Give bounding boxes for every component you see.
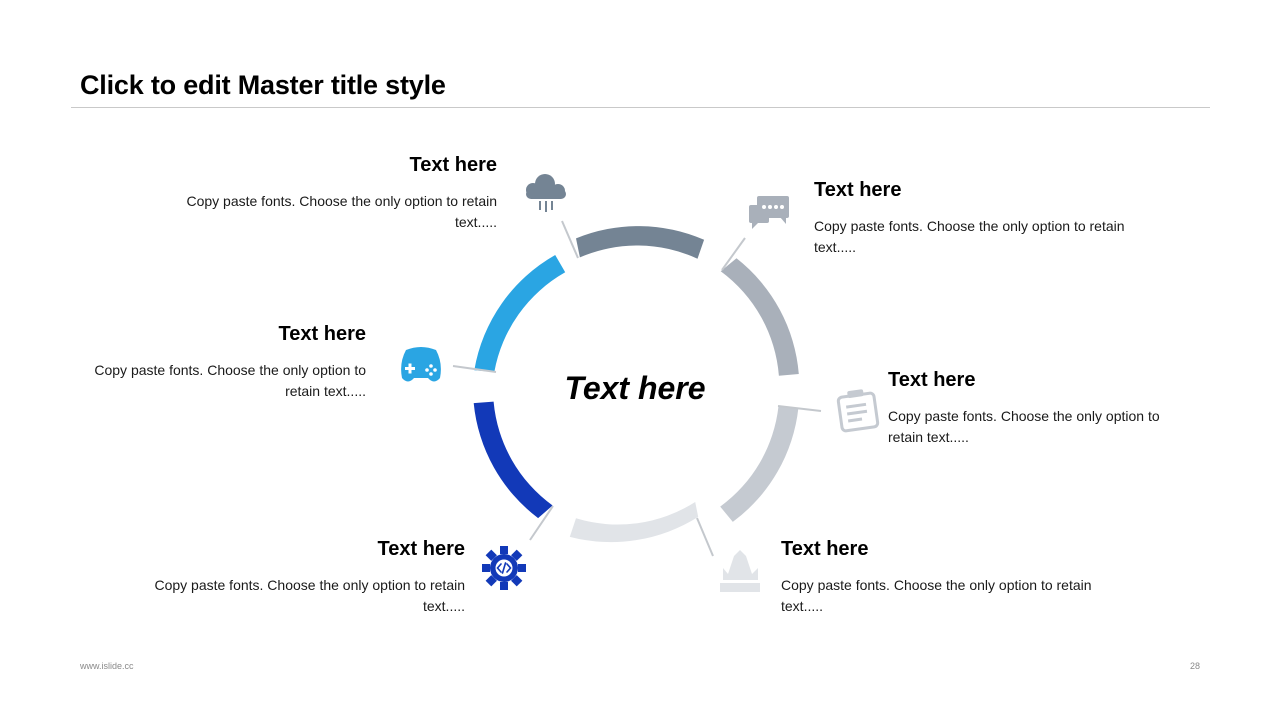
code-gear-icon [482,546,526,590]
block-heading: Text here [781,538,869,560]
ring-segment-2 [720,258,799,376]
block-heading: Text here [409,154,497,176]
gamepad-icon [401,347,441,382]
slide-title: Click to edit Master title style [80,70,446,100]
block-body: Copy paste fonts. Choose the only option… [186,193,497,230]
crown-flame-icon [720,550,760,592]
block-body: Copy paste fonts. Choose the only option… [888,408,1160,445]
text-block-4: Text here Copy paste fonts. Choose the o… [781,538,1121,617]
ring-segment-6 [474,255,566,372]
text-block-2: Text here Copy paste fonts. Choose the o… [814,179,1154,258]
connector-line-4 [696,517,714,557]
block-body: Copy paste fonts. Choose the only option… [814,218,1125,255]
connector-line-6 [452,365,497,373]
block-heading: Text here [377,538,465,560]
text-block-6: Text here Copy paste fonts. Choose the o… [66,323,366,402]
text-block-1: Text here Copy paste fonts. Choose the o… [157,154,497,233]
connector-line-1 [561,220,579,259]
connector-line-3 [777,405,822,412]
block-body: Copy paste fonts. Choose the only option… [781,577,1092,614]
page-number: 28 [1189,661,1200,671]
text-block-5: Text here Copy paste fonts. Choose the o… [125,538,465,617]
footer-url: www.islide.cc [80,661,134,671]
ring-segment-4 [569,502,699,543]
center-label: Text here [564,370,706,406]
block-body: Copy paste fonts. Choose the only option… [94,362,366,399]
chat-bubbles-icon [749,196,789,229]
title-divider [71,107,1210,108]
connector-line-5 [529,505,554,541]
ring-segment-1 [576,226,705,259]
block-heading: Text here [814,179,902,201]
ring-segment-3 [720,406,799,522]
ring-segment-5 [473,401,553,519]
connector-line-2 [721,237,746,271]
block-heading: Text here [278,323,366,345]
clipboard-icon [836,389,880,433]
cloud-rain-icon [526,174,566,212]
block-body: Copy paste fonts. Choose the only option… [154,577,465,614]
block-heading: Text here [888,369,976,391]
text-block-3: Text here Copy paste fonts. Choose the o… [888,369,1188,448]
